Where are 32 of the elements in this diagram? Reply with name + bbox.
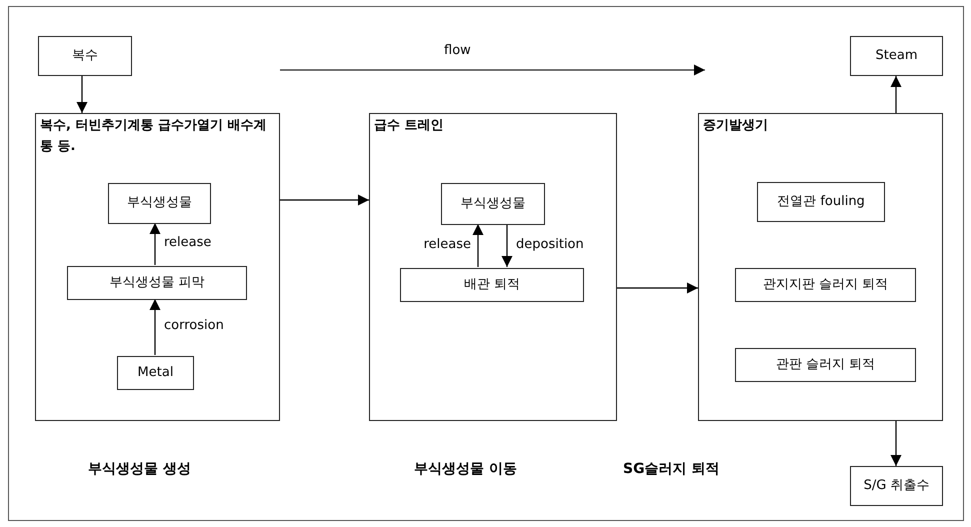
system-heading: 복수, 터빈추기계통 급수가열기 배수계통 등. — [40, 117, 268, 156]
arrow — [890, 76, 902, 113]
process-box: 복수 — [38, 36, 132, 76]
system-heading: 증기발생기 — [703, 117, 769, 135]
arrow — [150, 223, 160, 265]
process-box: 부식생성물 — [108, 183, 211, 224]
arrow — [76, 76, 88, 113]
system-heading: 급수 트레인 — [374, 117, 445, 135]
arrow — [150, 299, 160, 355]
arrow — [890, 421, 902, 466]
process-box: Metal — [117, 356, 194, 390]
edge-label: deposition — [515, 236, 585, 252]
system-box — [35, 113, 280, 421]
edge-label: release — [422, 236, 472, 252]
process-box: Steam — [850, 36, 943, 76]
process-box: 전열관 fouling — [757, 182, 885, 222]
system-box — [369, 113, 617, 421]
process-box: 배관 퇴적 — [400, 268, 584, 302]
arrow — [472, 224, 484, 267]
stage-caption: SG슬러지 퇴적 — [623, 460, 720, 478]
process-box: 관지지판 슬러지 퇴적 — [735, 268, 916, 302]
process-box: 부식생성물 피막 — [67, 266, 247, 300]
stage-caption: 부식생성물 생성 — [88, 460, 191, 478]
process-box: S/G 취출수 — [850, 466, 943, 506]
process-box: 부식생성물 — [441, 183, 545, 225]
arrow — [280, 194, 369, 206]
arrow — [617, 282, 698, 294]
system-box — [698, 113, 943, 421]
stage-caption: 부식생성물 이동 — [414, 460, 517, 478]
process-box: 관판 슬러지 퇴적 — [735, 348, 916, 382]
arrow — [502, 224, 512, 267]
flow-label: flow — [444, 43, 471, 58]
